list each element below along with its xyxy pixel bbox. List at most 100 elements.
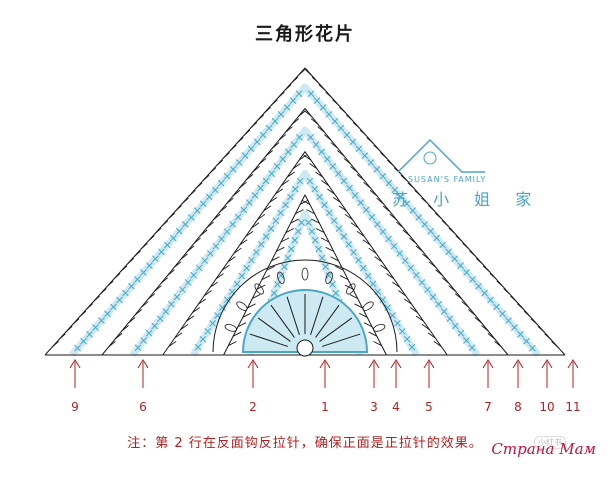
dc-stitch — [284, 84, 292, 91]
dc-stitch — [252, 294, 261, 299]
dc-stitch — [301, 199, 310, 205]
sc-stitch — [481, 289, 488, 297]
sc-stitch — [511, 324, 518, 331]
sc-stitch — [350, 248, 357, 256]
sc-stitch — [396, 250, 404, 257]
sc-stitch — [209, 320, 216, 327]
dc-stitch — [318, 84, 326, 91]
dc-stitch — [252, 166, 260, 173]
sc-stitch — [311, 185, 319, 193]
sc-stitch — [307, 90, 315, 98]
dc-stitch — [195, 182, 203, 190]
dc-stitch — [359, 312, 368, 318]
sc-stitch — [212, 242, 220, 250]
dc-stitch — [434, 212, 443, 220]
fan-spoke — [270, 304, 295, 338]
dc-stitch — [428, 261, 437, 268]
row-outline — [223, 194, 387, 356]
sc-stitch — [517, 331, 524, 338]
sc-stitch — [403, 335, 411, 343]
row-label: 5 — [425, 400, 433, 414]
sc-stitch — [140, 337, 147, 344]
sc-stitch — [469, 276, 476, 283]
dc-stitch — [174, 205, 182, 212]
fan-petal — [301, 267, 309, 281]
dc-stitch — [415, 315, 424, 322]
sc-stitch — [457, 329, 465, 337]
dc-stitch — [481, 325, 489, 332]
source-badge: 小红书 — [534, 436, 566, 449]
sc-stitch — [523, 337, 530, 345]
sc-stitch — [445, 248, 452, 256]
dc-stitch — [366, 137, 374, 144]
fan-spoke — [321, 333, 361, 347]
dc-stitch — [356, 173, 365, 181]
dc-stitch — [448, 285, 456, 292]
sc-stitch — [223, 228, 231, 236]
dc-stitch — [291, 76, 299, 84]
dc-stitch — [303, 154, 312, 161]
sc-stitch — [403, 200, 411, 208]
dc-stitch — [154, 227, 162, 235]
sc-stitch — [265, 124, 273, 132]
dc-stitch — [516, 303, 525, 311]
sc-stitch — [219, 304, 226, 311]
sc-stitch — [134, 276, 141, 283]
dc-stitch — [147, 235, 155, 243]
sc-stitch — [413, 271, 420, 279]
sc-stitch — [401, 257, 409, 265]
dc-stitch — [65, 325, 73, 333]
dc-stitch — [448, 227, 456, 235]
dc-stitch — [343, 158, 352, 165]
sc-stitch — [463, 337, 470, 344]
sc-stitch — [421, 221, 429, 228]
sc-stitch — [397, 193, 405, 201]
sc-stitch — [253, 138, 261, 146]
row-arrow-head — [541, 359, 553, 369]
sc-stitch — [367, 159, 375, 166]
sc-stitch — [248, 256, 255, 264]
sc-stitch — [173, 293, 181, 301]
sc-stitch — [408, 343, 416, 351]
sc-stitch — [146, 262, 153, 269]
sc-stitch — [374, 221, 381, 228]
sc-stitch — [223, 172, 231, 180]
sc-stitch — [457, 262, 464, 269]
sc-stitch — [229, 221, 236, 228]
row-label: 2 — [249, 400, 257, 414]
dc-stitch — [271, 142, 280, 149]
sc-stitch — [272, 217, 280, 225]
sc-stitch — [349, 138, 357, 146]
dc-stitch — [350, 166, 358, 173]
row-label: 1 — [321, 400, 329, 414]
sc-stitch — [251, 192, 259, 199]
sc-stitch — [240, 206, 248, 214]
sc-stitch — [355, 256, 362, 264]
brand-english: SUSAN'S FAMILY — [408, 175, 487, 184]
sc-stitch — [110, 303, 117, 311]
fan-petal — [254, 283, 264, 295]
sc-stitch — [201, 257, 209, 265]
dc-stitch — [496, 280, 504, 288]
dc-stitch — [58, 333, 66, 341]
dc-stitch — [345, 114, 354, 122]
sc-stitch — [218, 235, 225, 243]
dc-stitch — [121, 325, 129, 332]
sc-stitch — [262, 177, 270, 185]
sc-stitch — [164, 241, 171, 249]
dc-stitch — [228, 341, 237, 346]
dc-stitch — [392, 281, 401, 288]
dc-stitch — [369, 189, 378, 197]
sc-stitch — [162, 308, 170, 315]
sc-stitch — [289, 97, 297, 105]
sc-stitch — [187, 214, 195, 221]
sc-stitch — [238, 272, 246, 280]
dc-stitch — [393, 167, 402, 175]
dc-stitch — [263, 106, 271, 114]
sc-stitch — [235, 159, 243, 166]
row-arrow-head — [482, 359, 494, 369]
sc-stitch — [345, 241, 353, 248]
sc-stitch — [362, 206, 370, 214]
dc-stitch — [160, 277, 169, 284]
sc-stitch — [487, 296, 494, 304]
